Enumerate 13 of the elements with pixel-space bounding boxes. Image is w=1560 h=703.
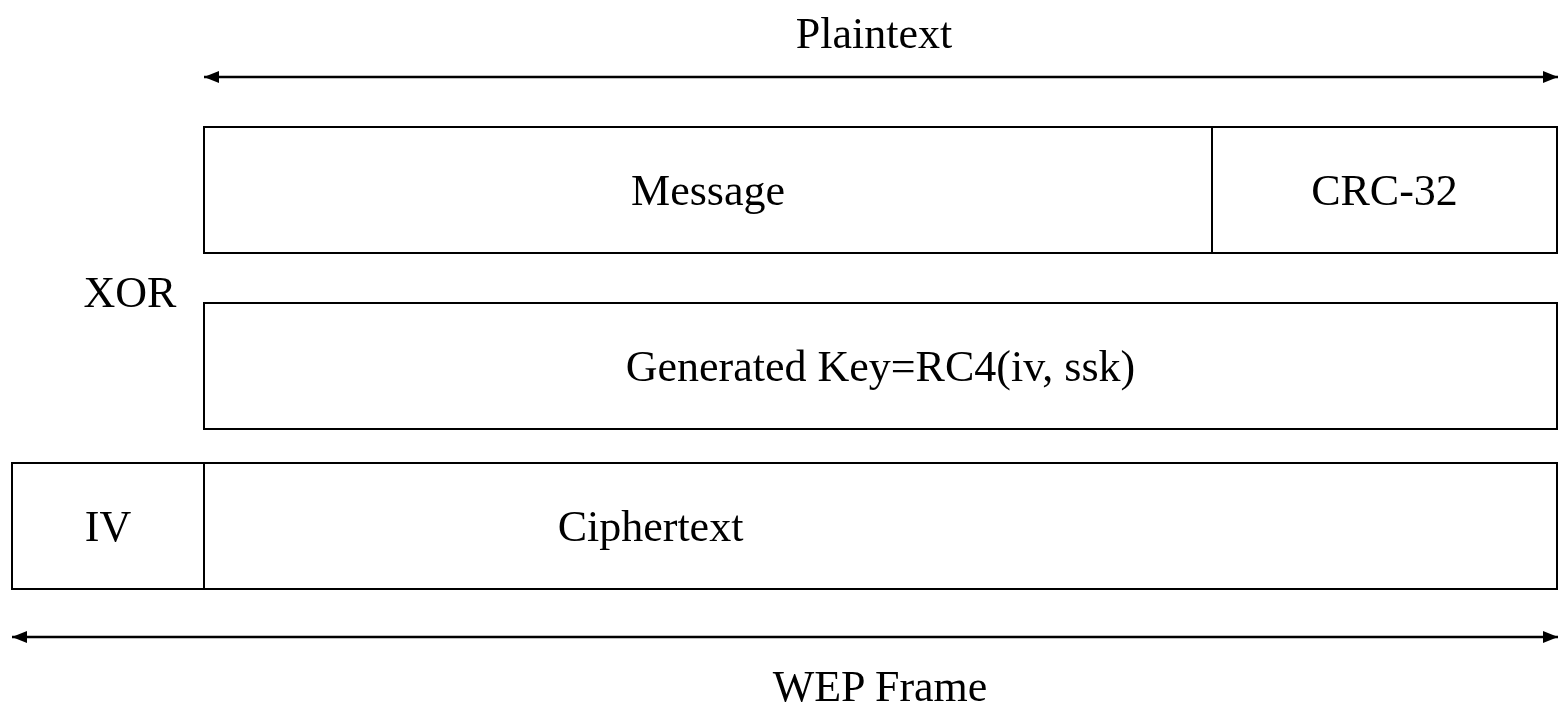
dimension-label: WEP Frame — [772, 660, 988, 703]
field-label: Ciphertext — [557, 500, 744, 552]
frame-field — [203, 462, 1558, 590]
field-label: IV — [84, 500, 132, 552]
frame-field — [1211, 126, 1558, 254]
field-label: CRC-32 — [1311, 164, 1458, 216]
dimension-label: Plaintext — [795, 7, 953, 59]
frame-field — [11, 462, 205, 590]
frame-field — [203, 126, 1213, 254]
frame-field — [203, 302, 1558, 430]
field-label: Message — [631, 164, 785, 216]
operation-label: XOR — [83, 266, 177, 318]
field-label: Generated Key=RC4(iv, ssk) — [625, 340, 1136, 392]
